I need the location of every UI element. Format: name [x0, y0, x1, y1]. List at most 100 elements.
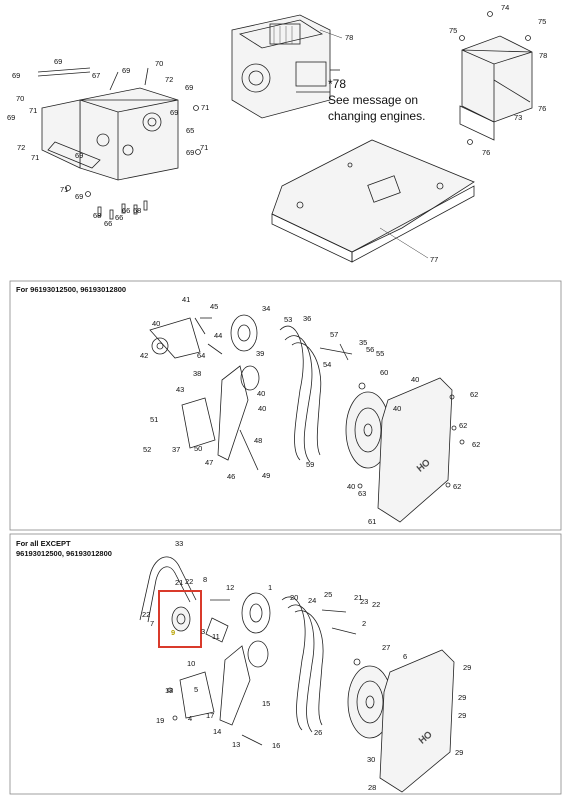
callout: 68: [133, 206, 141, 215]
callout: 17: [206, 711, 214, 720]
callout: 38: [193, 369, 201, 378]
callout: 68: [93, 211, 101, 220]
callout: 50: [194, 444, 202, 453]
callout: 25: [324, 590, 332, 599]
plate-callout: 77: [430, 255, 438, 264]
callout: 61: [368, 517, 376, 526]
callout: 15: [262, 699, 270, 708]
callout: 71: [31, 153, 39, 162]
engine-note-line1: See message on: [328, 93, 418, 107]
bolt-cluster: [65, 105, 201, 220]
cover-assembly: [459, 11, 533, 145]
base-plate: [271, 139, 475, 263]
callout: 63: [358, 489, 366, 498]
callout: 55: [376, 349, 384, 358]
callout: 40: [411, 375, 419, 384]
callout: 40: [257, 389, 265, 398]
callout: 30: [367, 755, 375, 764]
callout: 62: [453, 482, 461, 491]
callout: 66: [104, 219, 112, 228]
callout: 71: [201, 103, 209, 112]
callout: 14: [213, 727, 221, 736]
callout: 22: [372, 600, 380, 609]
callout: 71: [200, 143, 208, 152]
callout: 5: [194, 685, 198, 694]
callout: 41: [182, 295, 190, 304]
callout: 69: [7, 113, 15, 122]
callout: 72: [165, 75, 173, 84]
callout: 40: [393, 404, 401, 413]
callout: 29: [458, 711, 466, 720]
callout: 71: [60, 185, 68, 194]
callout: 59: [306, 460, 314, 469]
callout: 10: [187, 659, 195, 668]
callout: 69: [54, 57, 62, 66]
section1-frame: [9, 280, 562, 531]
section2-frame: [9, 533, 562, 795]
callout: 36: [303, 314, 311, 323]
callout: 56: [366, 345, 374, 354]
callout: 19: [156, 716, 164, 725]
callout: 18: [165, 686, 173, 695]
callout: 4: [188, 714, 192, 723]
engine-illustration: [231, 14, 340, 119]
callout: 64: [197, 351, 205, 360]
callout: 48: [254, 436, 262, 445]
callout: 52: [143, 445, 151, 454]
section1-drawing: HO: [149, 314, 465, 523]
callout: 29: [458, 693, 466, 702]
callout: 29: [455, 748, 463, 757]
callout: 75: [449, 26, 457, 35]
callout: 29: [463, 663, 471, 672]
callout: 67: [92, 71, 100, 80]
callout: 16: [272, 741, 280, 750]
callout: 46: [227, 472, 235, 481]
callout: 22: [142, 610, 150, 619]
callout: 37: [172, 445, 180, 454]
callout: 62: [470, 390, 478, 399]
section2-title-line1: For all EXCEPT: [16, 539, 71, 548]
section1-title: For 96193012500, 96193012800: [16, 285, 126, 294]
callout: 72: [17, 143, 25, 152]
callout: 21: [354, 593, 362, 602]
callout: 66: [122, 206, 130, 215]
callout: 11: [212, 632, 220, 641]
callout: 47: [205, 458, 213, 467]
highlight-box: [158, 590, 202, 648]
callout: 65: [186, 126, 194, 135]
callout: 3: [201, 627, 205, 636]
callout: 27: [382, 643, 390, 652]
callout: 22: [185, 577, 193, 586]
callout: 70: [155, 59, 163, 68]
callout: 33: [175, 539, 183, 548]
callout: 21: [175, 578, 183, 587]
callout: 78: [539, 51, 547, 60]
callout: 60: [380, 368, 388, 377]
callout: 57: [330, 330, 338, 339]
callout: 23: [360, 597, 368, 606]
callout: 74: [501, 3, 509, 12]
callout: 69: [75, 151, 83, 160]
callout: 1: [268, 583, 272, 592]
callout: 53: [284, 315, 292, 324]
engine-note-ref: *78: [328, 77, 346, 91]
callout: 44: [214, 331, 222, 340]
engine-note-line2: changing engines.: [328, 109, 425, 123]
cover-callouts: 75 74 75 78 76 73 76: [449, 3, 547, 157]
callout: 8: [203, 575, 207, 584]
callout: 69: [185, 83, 193, 92]
callout: 49: [262, 471, 270, 480]
callout: 71: [29, 106, 37, 115]
callout: 40: [258, 404, 266, 413]
callout: 69: [122, 66, 130, 75]
section2-drawing: HO: [139, 556, 455, 793]
callout: 66: [115, 213, 123, 222]
callout: 45: [210, 302, 218, 311]
callout: 75: [538, 17, 546, 26]
callout: 62: [459, 421, 467, 430]
callout: 69: [12, 71, 20, 80]
callout: 76: [482, 148, 490, 157]
section2-callouts: 33 21 22 8 12 1 20 25 24 21 23 22 22 7 9…: [142, 539, 471, 792]
callout: 73: [514, 113, 522, 122]
